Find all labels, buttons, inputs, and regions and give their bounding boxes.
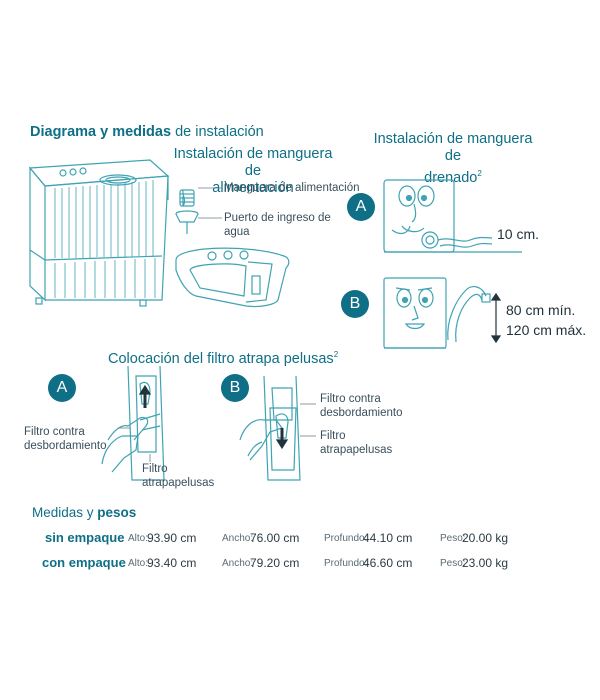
lint-option-b-badge: B xyxy=(221,374,249,402)
width-value: 76.00 cm xyxy=(250,531,300,545)
depth-value: 46.60 cm xyxy=(363,556,413,570)
drain-hose-title-line2: drenado2 xyxy=(368,165,538,187)
drain-hose-title-sup: 2 xyxy=(477,169,482,178)
main-title: Diagrama y medidas de instalación xyxy=(30,124,264,141)
lint-b-overflow-line1: Filtro contra xyxy=(320,393,381,405)
measures-row-unpacked: sin empaque Alto: 93.90 cm Ancho: 76.00 … xyxy=(0,530,600,548)
weight-value: 23.00 kg xyxy=(462,556,509,570)
lint-option-a-badge: A xyxy=(48,374,76,402)
measures-row-packed: con empaque Alto: 93.40 cm Ancho: 79.20 … xyxy=(0,555,600,573)
drain-a-height-label: 10 cm. xyxy=(497,226,540,242)
water-inlet-label: Puerto de ingreso de agua xyxy=(224,211,331,239)
drain-b-min-label: 80 cm mín. xyxy=(506,302,576,318)
lint-a-lint-line2: atrapapelusas xyxy=(142,477,215,489)
feed-hose-title-line2: alimentación xyxy=(212,180,294,196)
width-value: 79.20 cm xyxy=(250,556,300,570)
lint-filter-title-text: Colocación del filtro atrapa pelusas xyxy=(108,350,334,367)
drain-b-max-label: 120 cm máx. xyxy=(506,322,587,338)
drain-option-a-badge: A xyxy=(347,193,375,221)
measures-title-plain: Medidas y xyxy=(32,505,94,520)
measures-title-bold: pesos xyxy=(97,505,137,520)
height-key: Alto: xyxy=(128,558,149,569)
width-key: Ancho: xyxy=(222,558,254,569)
row-label: con empaque xyxy=(42,555,126,570)
feed-hose-title: Instalación de manguera de alimentación xyxy=(168,146,338,197)
measures-title: Medidas y pesos xyxy=(32,504,136,521)
depth-key: Profundo: xyxy=(324,558,368,569)
lint-filter-title-sup: 2 xyxy=(333,350,339,359)
lint-a-lint-filter-label: Filtro atrapapelusas xyxy=(142,462,214,490)
lint-b-lint-line1: Filtro xyxy=(320,430,346,442)
depth-key: Profundo: xyxy=(324,533,368,544)
weight-value: 20.00 kg xyxy=(462,531,509,545)
width-key: Ancho: xyxy=(222,533,254,544)
drain-hose-title-line1: Instalación de manguera de xyxy=(373,131,533,164)
lint-a-overflow-filter-label: Filtro contra desbordamiento xyxy=(24,425,106,453)
drain-b-height-label: 80 cm mín. 120 cm máx. xyxy=(506,302,586,339)
weight-key: Peso: xyxy=(440,533,466,544)
lint-a-overflow-line2: desbordamiento xyxy=(24,440,107,452)
drain-hose-title-text: drenado xyxy=(424,169,478,186)
height-key: Alto: xyxy=(128,533,149,544)
lint-a-lint-line1: Filtro xyxy=(142,463,168,475)
height-value: 93.40 cm xyxy=(147,556,197,570)
lint-a-overflow-line1: Filtro contra xyxy=(24,426,85,438)
water-inlet-label-line2: agua xyxy=(224,226,250,238)
weight-key: Peso: xyxy=(440,558,466,569)
drain-option-b-badge: B xyxy=(341,290,369,318)
feed-hose-label: Manguera de alimentación xyxy=(224,182,360,194)
lint-b-overflow-filter-label: Filtro contra desbordamiento xyxy=(320,392,402,420)
height-value: 93.90 cm xyxy=(147,531,197,545)
main-title-rest: de instalación xyxy=(175,124,264,140)
main-title-bold: Diagrama y medidas xyxy=(30,124,172,140)
lint-filter-title: Colocación del filtro atrapa pelusas2 xyxy=(108,346,338,368)
row-label: sin empaque xyxy=(45,530,125,545)
drain-hose-title: Instalación de manguera de drenado2 xyxy=(368,131,538,187)
depth-value: 44.10 cm xyxy=(363,531,413,545)
lint-b-overflow-line2: desbordamiento xyxy=(320,407,403,419)
lint-b-lint-filter-label: Filtro atrapapelusas xyxy=(320,429,392,457)
water-inlet-label-line1: Puerto de ingreso de xyxy=(224,212,331,224)
feed-hose-title-line1: Instalación de manguera de xyxy=(173,146,333,179)
lint-b-lint-line2: atrapapelusas xyxy=(320,444,393,456)
